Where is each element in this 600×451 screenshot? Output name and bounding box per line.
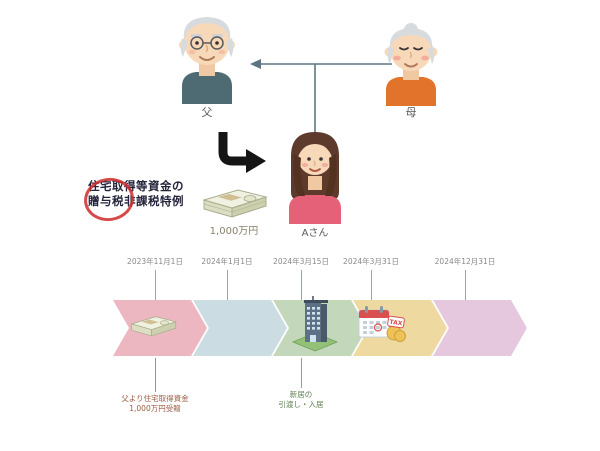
timeline-tick (227, 270, 228, 300)
gift-arrowhead (246, 149, 266, 173)
annotation-line-movein (301, 358, 302, 388)
mother-icon (384, 23, 438, 106)
timeline-date-3: 2024年3月15日 (273, 257, 329, 266)
exemption-title-line2: 贈与税非課税特例 (88, 194, 184, 208)
father-icon (179, 17, 235, 104)
timeline-date-1: 2023年11月1日 (127, 257, 183, 266)
timeline-tick (301, 270, 302, 300)
annotation-gift: 父より住宅取得資金 1,000万円受贈 (95, 394, 215, 414)
annotation-movein-line1: 新居の (289, 390, 313, 399)
timeline-date-4: 2024年3月31日 (343, 257, 399, 266)
recipient-label: Aさん (301, 228, 329, 239)
timeline-step-2 (193, 300, 287, 356)
timeline-tax-calendar-icon: TAX (358, 306, 406, 342)
annotation-movein-line2: 引渡し・入居 (278, 400, 324, 409)
annotation-movein: 新居の 引渡し・入居 (245, 390, 357, 410)
timeline-date-2: 2024年1月1日 (201, 257, 253, 266)
timeline-tick (465, 270, 466, 300)
annotation-line-gift (155, 358, 156, 392)
timeline-tick (155, 270, 156, 300)
annotation-gift-line1: 父より住宅取得資金 (121, 394, 189, 403)
arrowhead-to-father (250, 59, 261, 69)
gift-arrow (218, 132, 247, 166)
timeline-date-5: 2024年12月31日 (434, 257, 496, 266)
timeline-tick (371, 270, 372, 300)
timeline-step-5 (433, 300, 527, 356)
father-label: 父 (201, 106, 213, 119)
annotation-gift-line2: 1,000万円受贈 (129, 404, 181, 413)
recipient-icon (289, 132, 341, 224)
timeline-money-icon (130, 316, 178, 337)
tax-tag-label: TAX (389, 319, 403, 328)
money-stack-icon (202, 189, 268, 218)
mother-label: 母 (405, 106, 417, 119)
gift-amount-label: 1,000万円 (209, 226, 259, 237)
exemption-title: 住宅取得等資金の 贈与税非課税特例 (58, 179, 214, 209)
exemption-title-line1: 住宅取得等資金の (88, 179, 184, 193)
timeline-building-icon (292, 296, 338, 352)
